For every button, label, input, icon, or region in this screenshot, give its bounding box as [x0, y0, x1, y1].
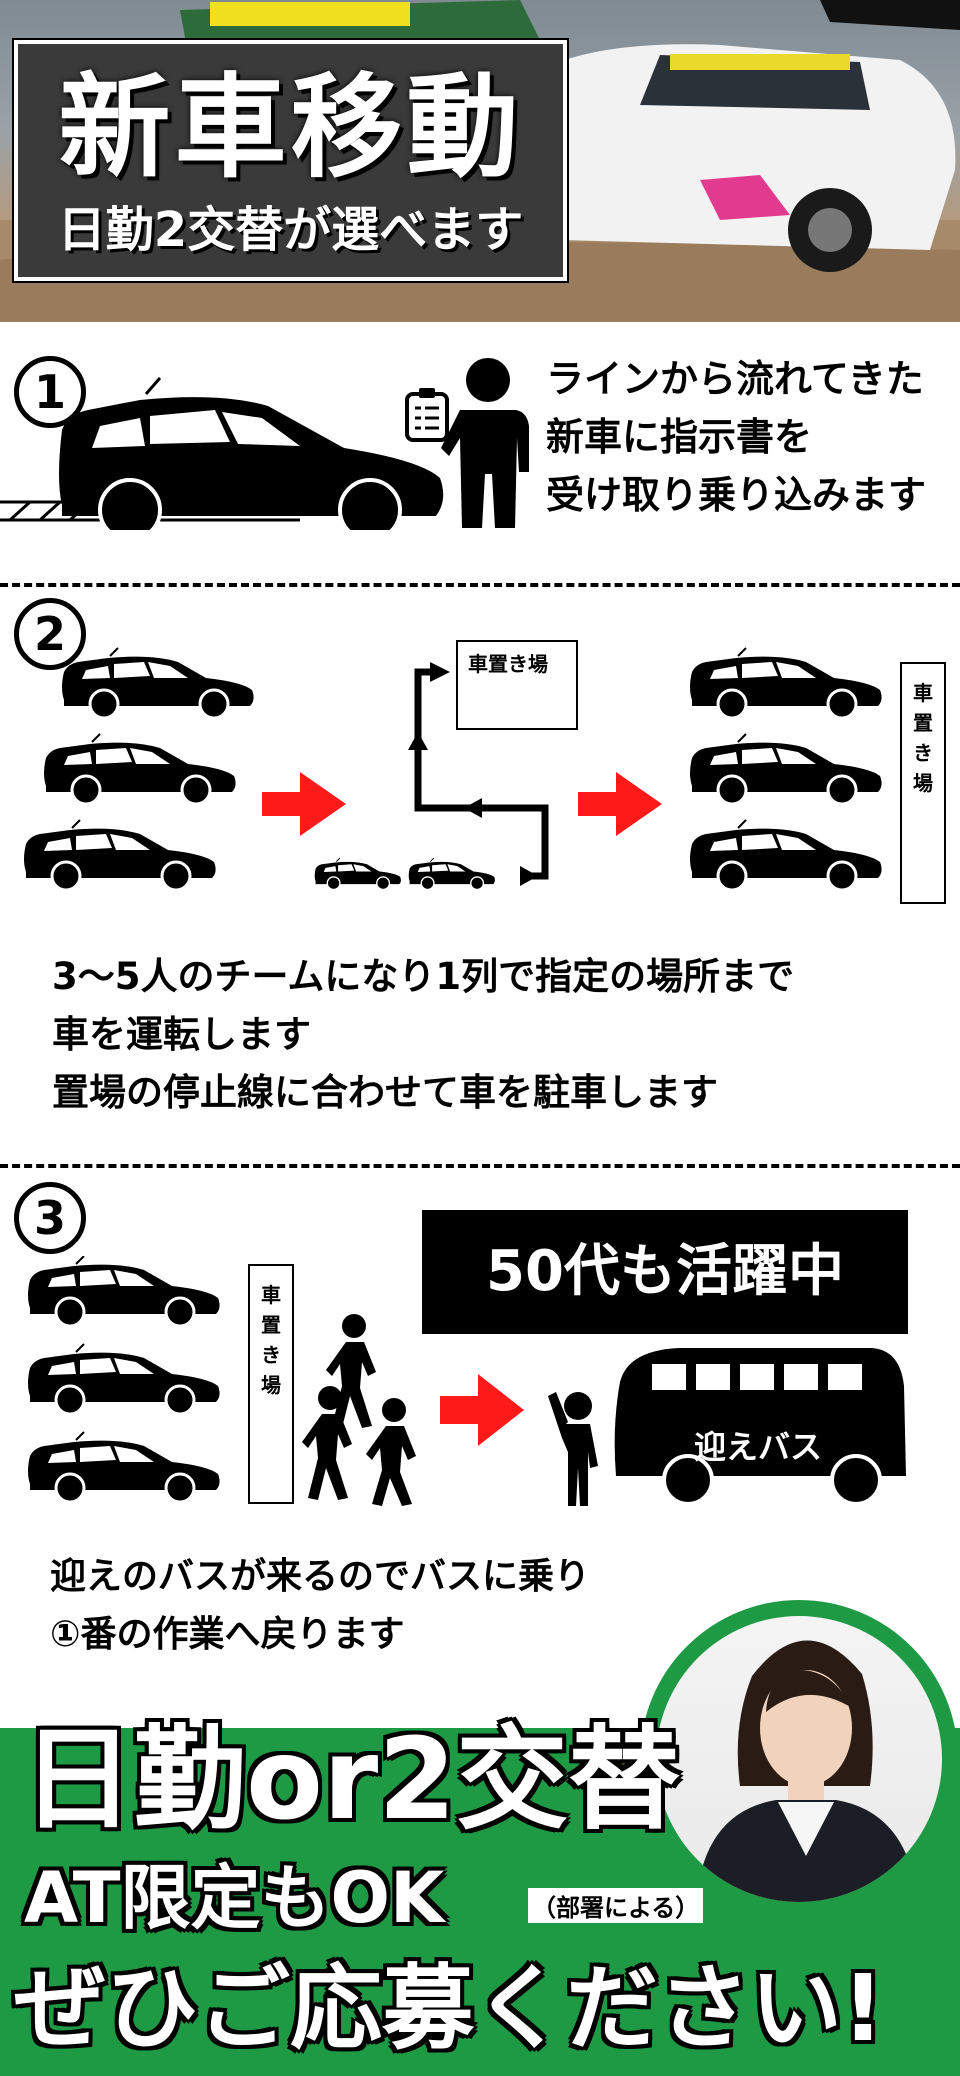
sign-char: 場 [913, 771, 933, 795]
bus-icon [614, 1348, 906, 1506]
at-license-headline: AT限定もOK [24, 1857, 445, 1939]
walking-people-icon [302, 1314, 416, 1506]
car-icon [26, 1430, 222, 1504]
worker-with-clipboard-icon [405, 358, 529, 528]
parking-sign-side: 車 置 き 場 [248, 1264, 294, 1504]
return-bus-diagram [26, 1256, 906, 1506]
section-divider [0, 1164, 960, 1168]
sign-char: 車 [913, 681, 933, 705]
sign-char: 置 [261, 1313, 281, 1337]
car-icon [26, 1256, 222, 1328]
step-2-line: 車を運転します [52, 1013, 311, 1056]
sign-char: 場 [261, 1373, 281, 1397]
step-1-number: 1 [14, 356, 86, 428]
page-title: 新車移動 [58, 63, 523, 193]
bus-label: 迎えバス [693, 1428, 822, 1466]
avatar [656, 1616, 942, 1902]
shift-headline: 日勤or2交替 [22, 1715, 681, 1845]
car-icon [688, 732, 884, 806]
recruiter-photo [696, 1640, 918, 1902]
sign-char: 置 [913, 711, 933, 735]
red-arrow-icon [262, 772, 346, 836]
department-note: （部署による） [528, 1888, 704, 1923]
header-banner: 新車移動 日勤2交替が選べます [0, 0, 960, 322]
racing-cars-photo [0, 0, 960, 322]
apply-call-to-action: ぜひご応募ください! [14, 1955, 884, 2062]
car-icon [60, 646, 256, 720]
step-3-number: 3 [14, 1182, 86, 1254]
red-arrow-icon [578, 772, 662, 836]
car-icon [42, 732, 238, 806]
car-icon [26, 1342, 222, 1416]
age-badge: 50代も活躍中 [422, 1210, 908, 1334]
step-3-line: 迎えのバスが来るのでバスに乗り [50, 1556, 591, 1597]
sign-char: き [261, 1343, 281, 1367]
step-3-description: 迎えのバスが来るのでバスに乗り ①番の作業へ戻ります [50, 1548, 670, 1664]
step-1-line: 受け取り乗り込みます [546, 473, 927, 517]
step-1-line: ラインから流れてきた [546, 357, 924, 401]
step-2-line: 3〜5人のチームになり1列で指定の場所まで [52, 955, 795, 998]
car-icon [688, 646, 884, 720]
sign-char: 車 [261, 1283, 281, 1307]
step-2-line: 置場の停止線に合わせて車を駐車します [52, 1071, 718, 1114]
section-divider [0, 583, 960, 587]
sign-char: き [913, 741, 933, 765]
step-2-description: 3〜5人のチームになり1列で指定の場所まで 車を運転します 置場の停止線に合わせ… [52, 948, 952, 1122]
step-2-number: 2 [14, 598, 86, 670]
waving-person-icon [548, 1392, 598, 1506]
parking-sign-top: 車置き場 [456, 640, 578, 730]
step-1-line: 新車に指示書を [546, 415, 813, 459]
car-icon [22, 818, 218, 892]
parking-flow-diagram [22, 646, 884, 892]
step-3-line: ①番の作業へ戻ります [50, 1614, 405, 1655]
car-silhouette-icon [0, 377, 444, 530]
parking-sign-side: 車 置 き 場 [900, 662, 946, 904]
car-icon [688, 818, 884, 892]
step-1-description: ラインから流れてきた 新車に指示書を 受け取り乗り込みます [546, 350, 956, 524]
red-arrow-icon [440, 1374, 524, 1446]
page-subtitle: 日勤2交替が選べます [57, 202, 524, 258]
title-box: 新車移動 日勤2交替が選べます [12, 38, 569, 283]
